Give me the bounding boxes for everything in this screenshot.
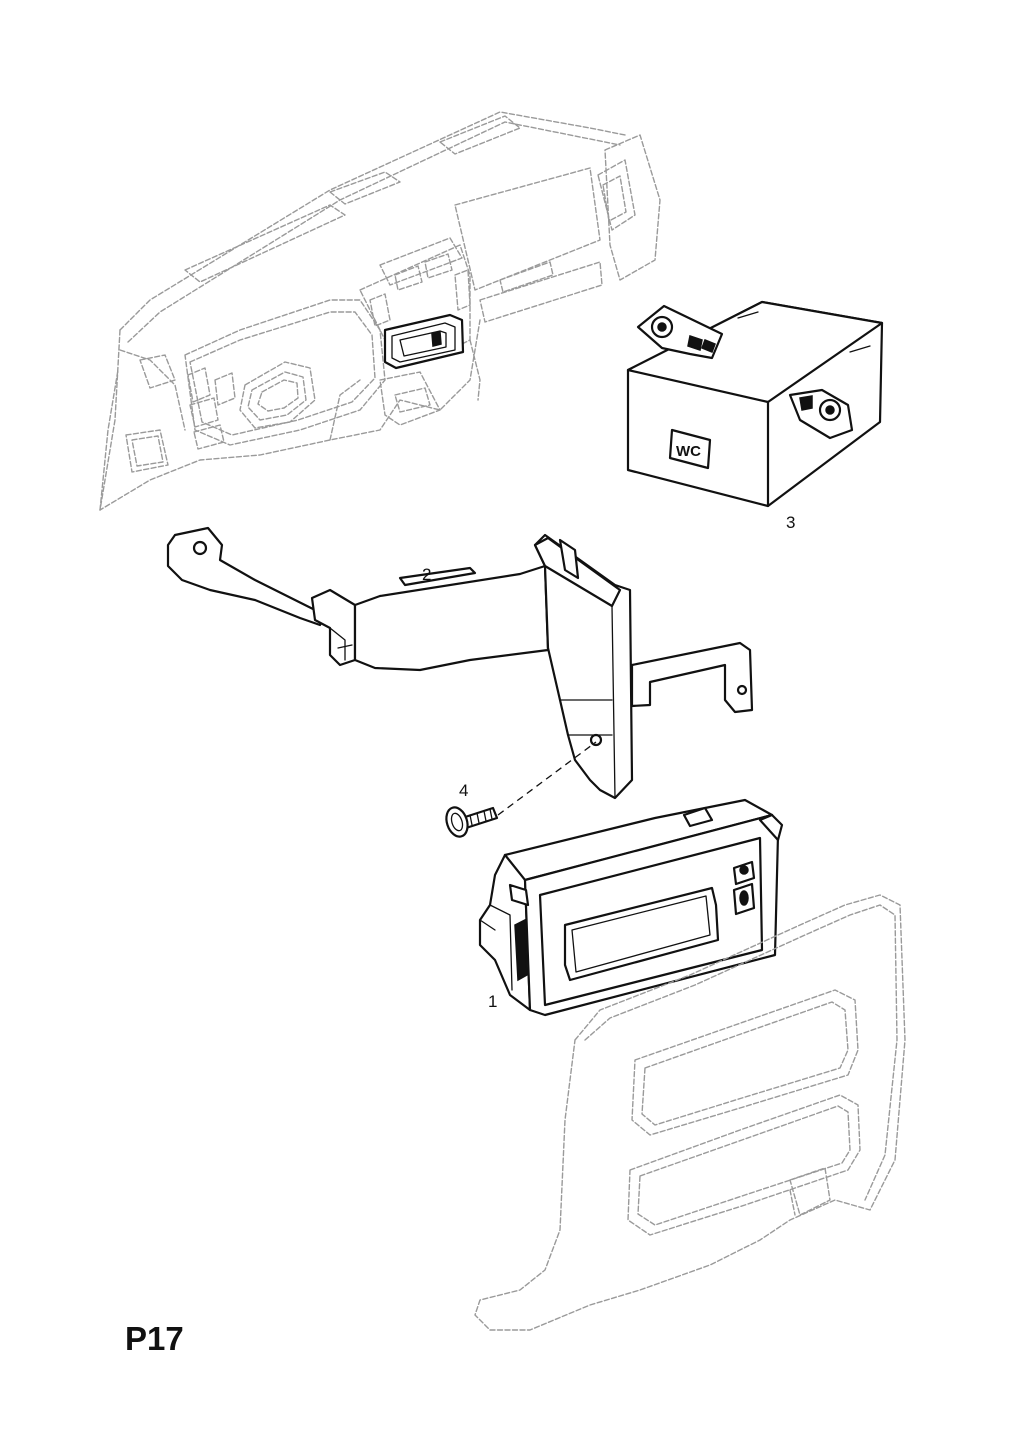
control-module-item-3: WC	[626, 300, 884, 508]
mounting-bracket-item-2	[166, 526, 754, 800]
callout-4: 4	[459, 781, 468, 800]
page-code: P17	[125, 1320, 184, 1357]
callout-1: 1	[488, 992, 497, 1011]
display-unit-item-1	[478, 798, 784, 1017]
callout-2: 2	[422, 565, 431, 584]
callout-3: 3	[786, 513, 795, 532]
dashboard-overview	[99, 111, 661, 511]
screw-item-4	[445, 741, 597, 838]
console-trim-panel	[474, 894, 906, 1331]
module-marking: WC	[676, 443, 701, 460]
